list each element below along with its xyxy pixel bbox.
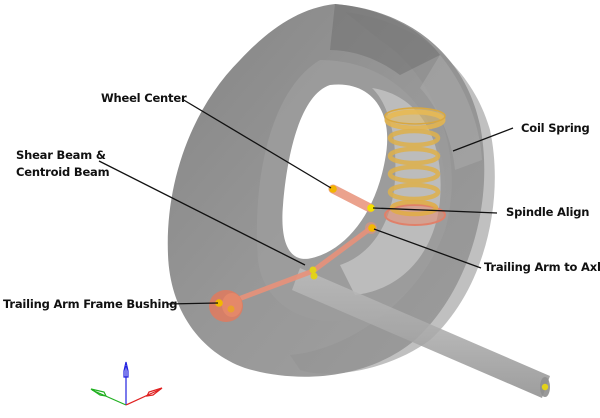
tire-facet-light — [420, 55, 482, 170]
hardpoint-shear-beam-1 — [309, 266, 317, 274]
leader-shear-beam — [98, 160, 306, 266]
spring-coil-6 — [389, 199, 439, 217]
hardpoint-wheel-center — [329, 185, 337, 193]
triad-x-axis — [125, 388, 162, 406]
leader-frame-bushing — [166, 302, 219, 305]
hardpoint-spindle-align — [367, 204, 375, 212]
label-trailing-arm-to-axle: Trailing Arm to Axle — [484, 260, 600, 274]
hardpoint-frame-bushing — [215, 299, 223, 307]
spring-coil-3 — [387, 146, 441, 166]
hardpoint-frame-bushing-inner — [227, 305, 235, 313]
leader-trailing-arm-axle — [373, 228, 482, 269]
hardpoint-shear-beam-2 — [310, 272, 318, 280]
trailing-arm-lower-link — [225, 268, 316, 306]
label-coil-spring: Coil Spring — [521, 121, 590, 135]
triad-y-arrow — [90, 388, 108, 397]
tire-inner-sidewall — [340, 88, 441, 295]
label-trailing-arm-frame-bushing: Trailing Arm Frame Bushing — [3, 297, 178, 311]
tire-facet-shade — [330, 4, 440, 75]
triad-z-arrow — [123, 361, 129, 378]
leader-coil-spring — [452, 127, 514, 152]
triad-x-arrow — [145, 387, 163, 397]
spring-coil-4 — [387, 164, 441, 184]
axle-tube — [292, 268, 550, 398]
trailing-arm-upper-link — [310, 225, 374, 274]
spindle-link — [328, 184, 375, 213]
tire-opening — [282, 84, 388, 259]
spring-coil-5 — [387, 182, 441, 202]
spring-coil-2 — [387, 128, 441, 148]
leader-lines — [98, 98, 514, 305]
label-spindle-align: Spindle Align — [506, 205, 590, 219]
label-shear-beam-line2: Centroid Beam — [16, 165, 110, 179]
coordinate-triad — [90, 361, 163, 406]
leader-wheel-center — [181, 98, 332, 189]
hardpoint-trailing-arm-axle — [368, 224, 376, 232]
label-wheel-center: Wheel Center — [101, 91, 187, 105]
leader-spindle-align — [372, 207, 498, 214]
hardpoint-axle-end — [541, 383, 549, 391]
spring-seat-upper — [384, 107, 446, 125]
triad-y-axis — [91, 389, 127, 406]
label-shear-beam-line1: Shear Beam & — [16, 148, 106, 162]
frame-bushing-face — [222, 293, 242, 317]
